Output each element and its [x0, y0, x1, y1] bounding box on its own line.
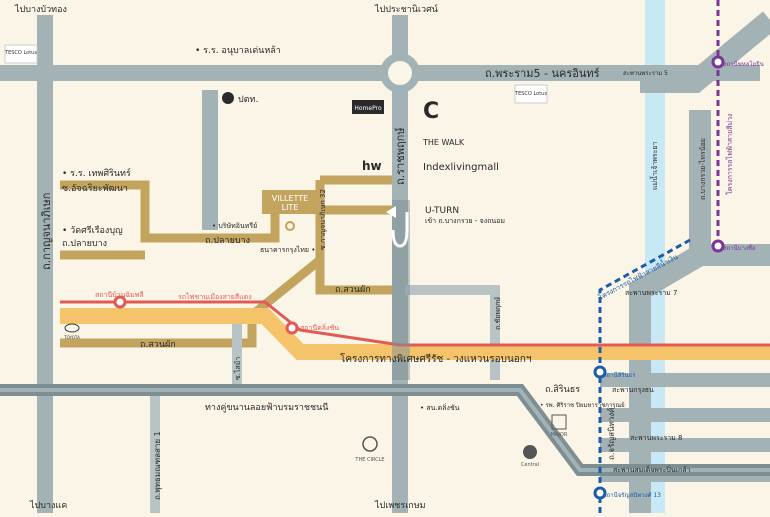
label-pinklao-bridge: สะพานสมเด็จพระปิ่นเกล้า [613, 465, 691, 474]
red-station-1 [113, 295, 127, 309]
label-plai-bang: ถ.ปลายบาง [205, 236, 250, 246]
label-purple-station2: สถานีบางซื่อ [723, 244, 756, 252]
label-borommaratchachonnani: ทางคู่ขนานลอยฟ้าบรมราชชนนี [205, 402, 328, 413]
red-station-2 [285, 321, 299, 335]
hw-logo: hw [362, 159, 382, 173]
blue-station-2 [593, 486, 607, 500]
label-krung-thon-bridge: สะพานกรุงธน [612, 386, 654, 394]
label-company: • บริษัทอินทรีย์ [212, 222, 257, 230]
label-police: • สน.ตลิ่งชัน [420, 403, 460, 412]
label-uturn-sub: เข้า ถ.บางกรวย - จงถนอม [425, 217, 505, 225]
homepro-logo [352, 100, 384, 114]
label-rama7-bridge: สะพานพระราม 7 [625, 289, 677, 297]
label-red-station1: สถานีบ้านฉิมพลี [95, 291, 144, 299]
label-chaiyaphruek: ถ.ชัยพฤกษ์ [494, 297, 502, 330]
label-school2: • วัดศรีเรืองบุญ [62, 225, 123, 236]
label-sai-ma: ซ.ไสม้า [233, 357, 242, 380]
label-river: แม่น้ำเจ้าพระยา [648, 141, 659, 190]
villette-marker [285, 221, 295, 231]
purple-station-2 [711, 239, 725, 253]
label-uturn: U-TURN [425, 206, 459, 216]
major-icon [551, 414, 567, 430]
label-hospital: • ร.ร. อนุบาลเด่นหล้า [195, 45, 281, 56]
label-red-line: รถไฟชานเมืองสายสีแดง [178, 292, 252, 301]
label-charan: ถ.จรัญสนิทวงศ์ [606, 408, 616, 460]
label-plai-bang-2: ถ.ปลายบาง [62, 239, 107, 249]
blue-station-1 [593, 365, 607, 379]
label-suan-phak-2: ถ.สวนผัก [140, 340, 176, 350]
label-purple-line: โครงการรถไฟฟ้าสายสีม่วง [725, 114, 734, 195]
label-soi-atchariya: ซ.อัจฉริยะพัฒนา [62, 183, 128, 194]
svg-text:Central: Central [521, 462, 539, 468]
label-ratchaphruek: ถ.ราชพฤกษ์ [394, 127, 407, 185]
label-to-phet-kasem: ไปเพชรเกษม [374, 500, 426, 511]
uturn-arrow [391, 212, 409, 248]
label-purple-station1: สถานีพหลโยธิน [723, 60, 764, 68]
label-kanchanaphisek: ถ.กาญจนาภิเษก [40, 193, 53, 270]
label-blue-station1: สถานีสิรินธร [603, 371, 636, 379]
svg-text:MAJOR: MAJOR [551, 432, 568, 438]
central-mall-icon [523, 445, 537, 459]
toyota-icon [64, 323, 80, 333]
the-circle-icon [362, 436, 378, 452]
svg-text:TOYOTA: TOYOTA [63, 335, 80, 340]
label-siriraj: • รพ. ศิริราช ปิยมหาราชการุณย์ [540, 401, 625, 409]
purple-station-1 [711, 55, 725, 69]
label-to-pracha-niwet: ไปประชานิเวศน์ [374, 3, 438, 15]
label-bang-kruai: ถ.บางกรวย-ไทรน้อย [698, 138, 707, 200]
red-line-rail [60, 300, 770, 347]
blue-line [598, 238, 691, 513]
villette-lite-logo [262, 190, 318, 214]
label-suan-phak: ถ.สวนผัก [335, 285, 371, 295]
label-phutthamonthon: ถ.พุทธมณฑลสาย 1 [153, 431, 162, 500]
label-sirindhorn: ถ.สิรินธร [545, 384, 580, 395]
ptt-icon [222, 92, 234, 104]
the-walk-logo: THE WALK [422, 138, 465, 147]
label-expressway: โครงการทางพิเศษศรีรัช - วงแหวนรอบนอกฯ [340, 352, 531, 365]
label-bank: ธนาคารกรุงไทย • [260, 245, 315, 254]
label-to-bang-khae: ไปบางแค [29, 500, 67, 511]
tesco-lotus-left [4, 44, 38, 64]
label-rama5-road: ถ.พระราม5 - นครอินทร์ [485, 67, 600, 80]
roundabout [380, 53, 420, 93]
tesco-lotus-right [514, 84, 548, 104]
index-living-mall-logo: Indexlivingmall [423, 162, 499, 173]
label-red-station2: สถานีตลิ่งชัน [300, 323, 339, 332]
svg-text:VILLETTE: VILLETTE [272, 194, 309, 203]
label-to-bang-bua-thong: ไปบางบัวทอง [14, 4, 67, 15]
label-blue-station2: สถานีจรัญสนิทวงศ์ 13 [603, 491, 661, 499]
svg-text:LITE: LITE [282, 203, 299, 212]
svg-text:THE CIRCLE: THE CIRCLE [354, 457, 384, 463]
expressway-project [60, 308, 770, 360]
label-rama5-bridge: สะพานพระราม 5 [623, 70, 668, 77]
svg-text:TESCO Lotus: TESCO Lotus [514, 91, 547, 97]
svg-text:HomePro: HomePro [354, 105, 382, 112]
label-school1: • ร.ร. เทพศิรินทร์ [62, 167, 131, 179]
label-soi-32: ซ.กาญจนาภิเษก 32 [319, 189, 327, 250]
label-rama8-bridge: สะพานพระราม 8 [630, 434, 682, 442]
svg-text:TESCO Lotus: TESCO Lotus [4, 50, 37, 56]
svg-text:ปตท.: ปตท. [238, 95, 258, 105]
central-logo: C [423, 99, 439, 124]
